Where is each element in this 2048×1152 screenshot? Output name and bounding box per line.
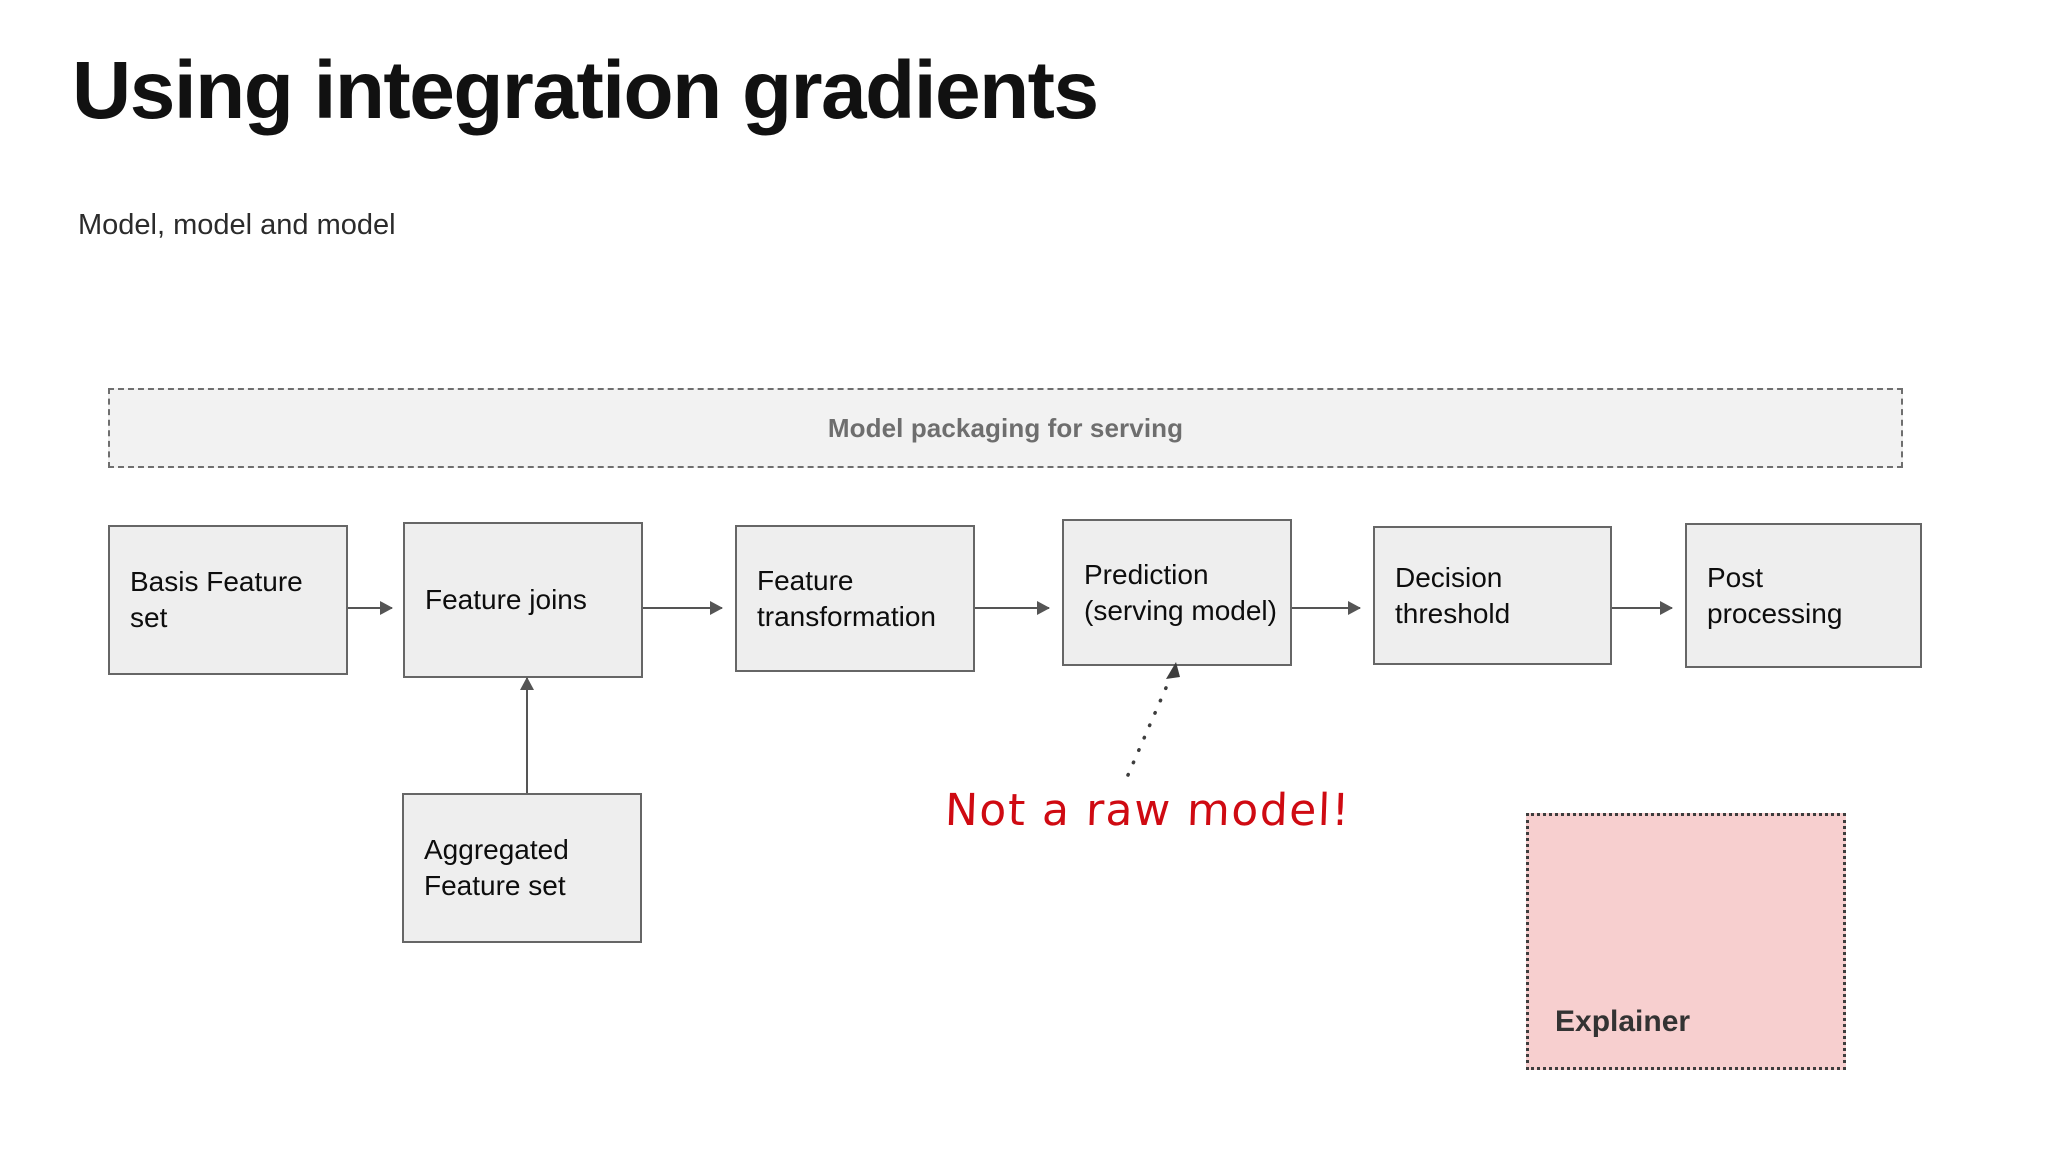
flow-box-prediction-serving-model[interactable]: Prediction (serving model) bbox=[1062, 519, 1292, 666]
flow-box-decision-threshold[interactable]: Decision threshold bbox=[1373, 526, 1612, 665]
arrow-decision-to-post-icon bbox=[1612, 601, 1673, 615]
annotation-not-a-raw-model: Not a raw model! bbox=[944, 785, 1352, 836]
flow-box-basis-feature-set[interactable]: Basis Feature set bbox=[108, 525, 348, 675]
page-title: Using integration gradients bbox=[72, 45, 1099, 136]
model-packaging-label: Model packaging for serving bbox=[827, 412, 1184, 443]
arrow-joins-to-transform-icon bbox=[643, 601, 723, 615]
flow-box-label: Aggregated Feature set bbox=[424, 834, 569, 901]
flow-box-feature-transformation[interactable]: Feature transformation bbox=[735, 525, 975, 672]
arrow-aggregated-to-joins-icon bbox=[520, 677, 534, 793]
flow-box-label: Post processing bbox=[1707, 561, 1843, 629]
explainer-box[interactable]: Explainer bbox=[1526, 813, 1846, 1070]
model-packaging-container: Model packaging for serving bbox=[108, 388, 1903, 468]
flow-box-aggregated-feature-set[interactable]: Aggregated Feature set bbox=[402, 793, 642, 943]
flow-box-label: Feature joins bbox=[425, 584, 587, 616]
arrow-basis-to-joins-icon bbox=[348, 601, 393, 615]
flow-box-label: Decision threshold bbox=[1395, 561, 1511, 629]
flow-box-post-processing[interactable]: Post processing bbox=[1685, 523, 1922, 668]
flow-box-label: Prediction (serving model) bbox=[1084, 558, 1277, 626]
flow-box-label: Basis Feature set bbox=[130, 566, 303, 633]
arrow-transform-to-prediction-icon bbox=[975, 601, 1050, 615]
explainer-label: Explainer bbox=[1555, 1005, 1691, 1038]
arrow-prediction-to-decision-icon bbox=[1292, 601, 1361, 615]
dotted-callout-arrow-icon bbox=[1126, 662, 1180, 777]
page-subtitle: Model, model and model bbox=[78, 209, 396, 241]
flow-box-label: Feature transformation bbox=[757, 564, 936, 632]
flow-box-feature-joins[interactable]: Feature joins bbox=[403, 522, 643, 678]
